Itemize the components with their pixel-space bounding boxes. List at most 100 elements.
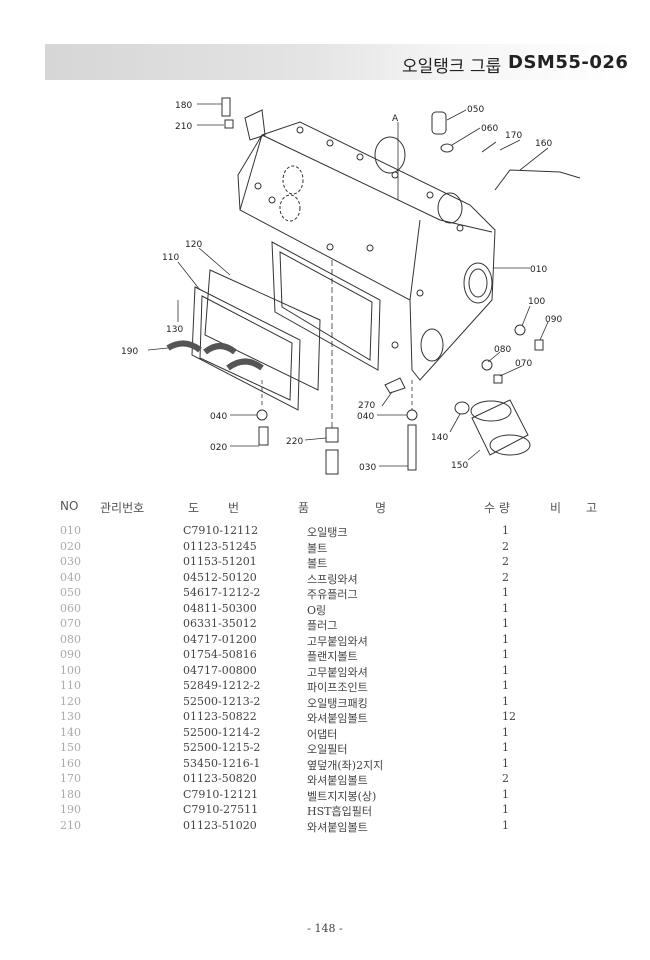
quantity: 2 [502, 539, 509, 553]
group-title: 오일탱크 그룹 [402, 57, 502, 77]
quantity: 12 [502, 710, 516, 723]
quantity: 2 [502, 772, 509, 785]
part-name: 와셔붙임볼트 [307, 820, 368, 834]
item-no: 080 [60, 632, 81, 646]
callout-170: 170 [505, 131, 522, 141]
callout-leaders [147, 103, 549, 467]
col-header-name-1: 품 [298, 501, 310, 515]
callout-190: 190 [121, 347, 138, 357]
diagram-code: DSM55-026 [508, 52, 629, 73]
quantity: 1 [502, 818, 509, 832]
quantity: 1 [502, 787, 509, 801]
callout-080: 080 [494, 345, 511, 355]
item-no: 180 [60, 787, 81, 801]
exploded-parts-diagram: 180 210 050 060 170 160 A 120 110 010 10… [121, 97, 581, 475]
callout-060: 060 [481, 124, 498, 134]
part-number: 04512-50120 [183, 570, 257, 584]
part-name: 옆덮개(좌)2지지 [307, 758, 384, 772]
quantity: 1 [502, 601, 509, 615]
callout-110: 110 [162, 253, 179, 263]
header-band [45, 44, 635, 80]
quantity: 1 [502, 803, 509, 816]
part-name: 플러그 [307, 619, 338, 632]
part-number: 01123-50820 [183, 772, 257, 785]
part-name: 파이프조인트 [307, 681, 368, 694]
col-header-remark-2: 고 [586, 501, 598, 515]
part-number: 52500-1214-2 [183, 725, 261, 739]
part-name: 플랜지볼트 [307, 650, 358, 663]
item-no: 160 [60, 756, 81, 770]
item-no: 130 [60, 710, 81, 723]
callout-140: 140 [431, 433, 448, 443]
quantity: 1 [502, 586, 509, 599]
item-no: 010 [60, 524, 81, 537]
part-number: C7910-12112 [183, 524, 259, 537]
part-name: 어댑터 [307, 727, 338, 741]
callout-130: 130 [166, 325, 183, 335]
item-no: 110 [60, 679, 81, 692]
callout-050: 050 [467, 105, 484, 115]
part-name: 고무붙임와셔 [307, 665, 368, 679]
item-no: 030 [60, 555, 81, 568]
part-number: 04717-01200 [183, 632, 257, 646]
table-row: 120 52500-1213-2 오일탱크패킹 1 [0, 695, 650, 710]
callout-220: 220 [286, 437, 303, 447]
item-no: 090 [60, 648, 81, 661]
part-number: 01123-50822 [183, 710, 257, 723]
quantity: 1 [502, 632, 509, 646]
part-number: 06331-35012 [183, 617, 257, 630]
callout-020: 020 [210, 443, 227, 453]
part-number: 01754-50816 [183, 648, 257, 661]
callout-090: 090 [545, 315, 562, 325]
part-name: 주유플러그 [307, 588, 358, 601]
table-row: 020 01123-51245 볼트 2 [0, 540, 650, 555]
quantity: 1 [502, 679, 509, 692]
part-name: O링 [307, 603, 327, 617]
col-header-name-2: 명 [375, 501, 387, 515]
part-name: 오일탱크 [307, 526, 348, 539]
callout-labels: 180 210 050 060 170 160 A 120 110 010 10… [121, 101, 562, 473]
item-no: 170 [60, 772, 81, 785]
quantity: 1 [502, 694, 509, 708]
item-no: 210 [60, 818, 81, 832]
col-header-mgmt: 관리번호 [100, 501, 145, 515]
quantity: 1 [502, 725, 509, 739]
quantity: 1 [502, 617, 509, 630]
callout-180: 180 [175, 101, 192, 111]
col-header-remark-1: 비 [550, 501, 562, 515]
item-no: 120 [60, 694, 81, 708]
part-number: 53450-1216-1 [183, 756, 261, 770]
callout-A: A [392, 114, 399, 124]
part-number: 01123-51245 [183, 539, 257, 553]
part-name: 오일탱크패킹 [307, 696, 368, 710]
quantity: 1 [502, 663, 509, 677]
part-name: 볼트 [307, 541, 328, 555]
part-number: 01153-51201 [183, 555, 257, 568]
item-no: 060 [60, 601, 81, 615]
col-header-no: NO [60, 499, 79, 513]
part-number: C7910-12121 [183, 787, 259, 801]
part-number: 52500-1213-2 [183, 694, 261, 708]
part-name: 오일필터 [307, 743, 348, 756]
callout-120: 120 [185, 240, 202, 250]
item-no: 020 [60, 539, 81, 553]
item-no: 050 [60, 586, 81, 599]
callout-160: 160 [535, 139, 552, 149]
callout-040-left: 040 [210, 412, 227, 422]
part-name: HST흡입필터 [307, 805, 372, 818]
part-number: 01123-51020 [183, 818, 257, 832]
table-row: 210 01123-51020 와셔붙임볼트 1 [0, 819, 650, 834]
